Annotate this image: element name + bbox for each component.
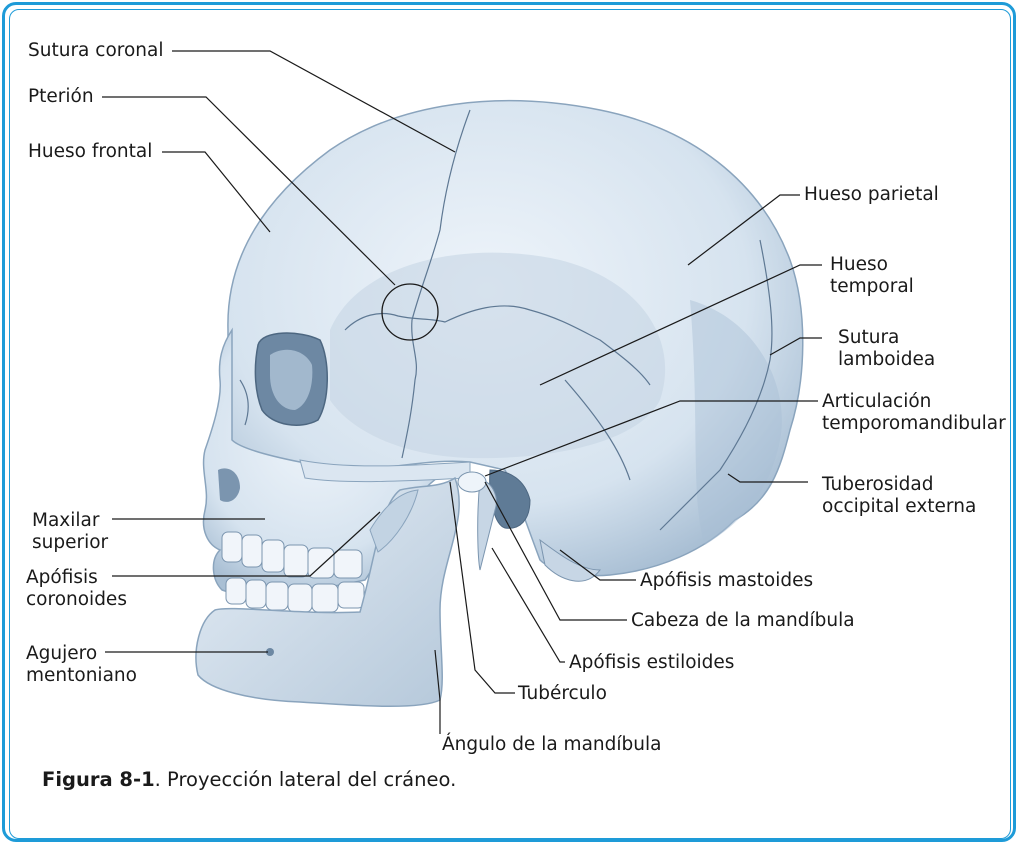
figure-number: Figura 8-1 [42,768,155,791]
label-apofisis-estiloides: Apófisis estiloides [569,652,734,674]
label-hueso-temporal-1: Hueso [830,254,888,276]
figure-caption: Figura 8-1. Proyección lateral del cráne… [42,768,456,791]
label-tuberosidad-2: occipital externa [822,496,976,518]
label-agujero-1: Agujero [26,643,97,665]
label-agujero-2: mentoniano [26,665,137,687]
label-articulacion-2: temporomandibular [822,413,1006,435]
label-sutura-lamboidea-2: lamboidea [838,349,935,371]
label-sutura-coronal: Sutura coronal [28,40,163,62]
label-maxilar-1: Maxilar [32,510,99,532]
label-hueso-frontal: Hueso frontal [28,141,152,163]
label-articulacion-1: Articulación [822,391,931,413]
label-cabeza-mandibula: Cabeza de la mandíbula [631,610,855,632]
figure-caption-text: . Proyección lateral del cráneo. [155,768,457,791]
label-pterion: Pterión [28,86,94,108]
label-tuberosidad-1: Tuberosidad [822,474,933,496]
label-hueso-parietal: Hueso parietal [804,184,939,206]
label-apofisis-mastoides: Apófisis mastoides [640,570,813,592]
label-maxilar-2: superior [32,532,108,554]
label-coronoides-1: Apófisis [26,567,98,589]
label-angulo-mandibula: Ángulo de la mandíbula [442,734,661,756]
label-hueso-temporal-2: temporal [830,276,914,298]
label-coronoides-2: coronoides [26,589,127,611]
label-tuberculo: Tubérculo [518,683,607,705]
label-sutura-lamboidea-1: Sutura [838,327,899,349]
